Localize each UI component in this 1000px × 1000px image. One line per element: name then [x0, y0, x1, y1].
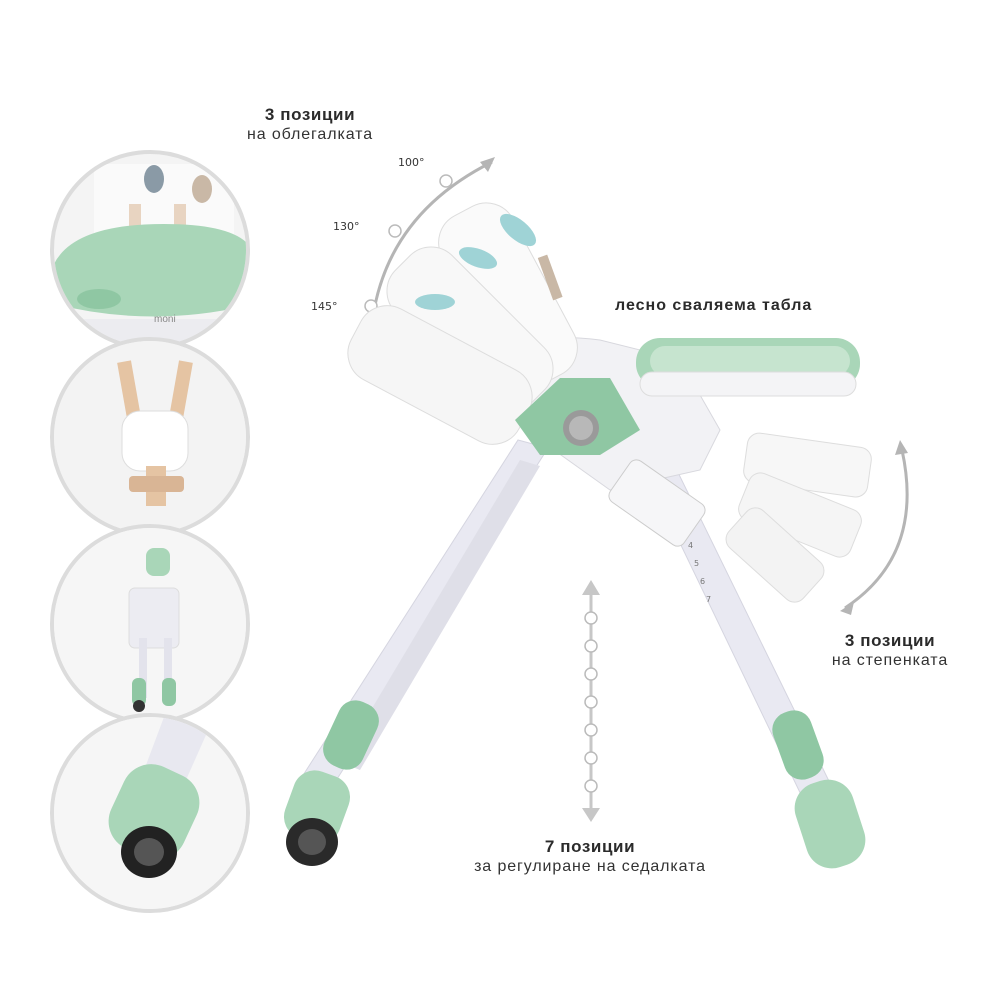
seat-height-head-bottom: [582, 808, 600, 822]
front-leg-foot: [794, 779, 866, 869]
seat-label-bold: 7 позиции: [544, 837, 636, 856]
tray-label: лесно сваляема табла: [615, 296, 875, 316]
footrest-arc-arrow: [844, 449, 909, 610]
backrest-label: 3 позиции на облегалката: [215, 104, 405, 145]
height-scale: 4 5 6 7: [688, 541, 711, 604]
footrest-label-sub: на степенката: [831, 652, 949, 670]
brand-label: moni: [154, 314, 176, 325]
wheel-detail-illustration: [54, 717, 246, 909]
tray-base: [639, 371, 857, 397]
rear-leg-back: [340, 460, 540, 770]
side-bracket: [608, 459, 706, 547]
detail-circle-wheel: [50, 713, 250, 913]
backrest-label-sub: на облегалката: [246, 126, 374, 144]
tray-detail-illustration: [54, 164, 246, 346]
rear-leg-back-foot: [323, 700, 379, 770]
seat-label-sub: за регулиране на седалката: [474, 858, 706, 876]
height-scale-6: 6: [700, 577, 705, 586]
backrest-positions: [347, 202, 578, 445]
angle-130: 130°: [333, 220, 360, 233]
rear-wheel-hub: [298, 829, 326, 855]
backrest-arc-head-top: [480, 157, 495, 172]
footrest-arc-head-bottom: [840, 602, 854, 615]
highchair-illustration: 4 5 6 7: [283, 202, 872, 869]
height-scale-4: 4: [688, 541, 693, 550]
folded-chair-illustration: [54, 528, 246, 720]
harness-detail-illustration: [54, 341, 246, 533]
seat-height-dots: [584, 611, 598, 793]
tray-inner: [650, 346, 850, 376]
detail-circle-folded: [50, 524, 250, 724]
footrest-tiers: [725, 432, 872, 603]
footrest-label: 3 позиции на степенката: [800, 630, 980, 671]
angle-dot-130: [388, 224, 402, 238]
detail-circle-tray: moni: [50, 150, 250, 350]
seat-height-head-top: [582, 580, 600, 595]
detail-circle-harness: [50, 337, 250, 537]
angle-dot-100: [439, 174, 453, 188]
front-leg-back-foot: [772, 710, 824, 780]
angle-100: 100°: [398, 156, 425, 169]
tray-label-text: лесно сваляема табла: [615, 297, 813, 314]
seat-label: 7 позиции за регулиране на седалката: [430, 836, 750, 877]
backrest-label-bold: 3 позиции: [264, 105, 356, 124]
footrest-arc-head-top: [895, 440, 908, 455]
hinge-knob-center: [569, 416, 593, 440]
footrest-label-bold: 3 позиции: [844, 631, 936, 650]
angle-145: 145°: [311, 300, 338, 313]
height-scale-5: 5: [694, 559, 699, 568]
height-scale-7: 7: [706, 595, 711, 604]
